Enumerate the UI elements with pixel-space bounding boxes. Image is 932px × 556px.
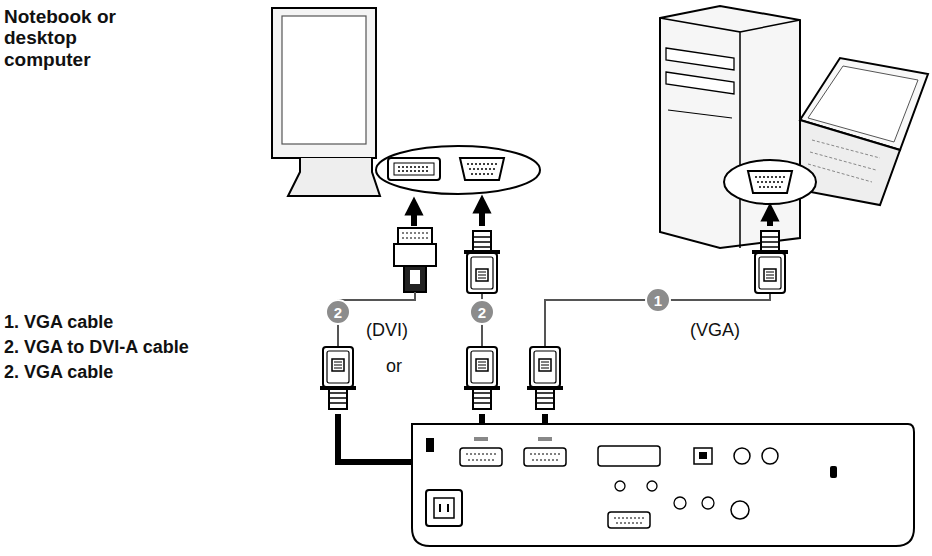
monitor-ports: [376, 146, 540, 194]
dvi-plug: [394, 228, 436, 292]
projector-panel: [412, 424, 914, 546]
cable-key: 2. VGA cable: [4, 362, 113, 382]
callout-number: 2: [478, 304, 486, 321]
vga-plug: [752, 231, 788, 293]
callout-number: 2: [334, 304, 342, 321]
cable-key: 2. VGA to DVI-A cable: [4, 337, 189, 357]
callout-circle: 2: [469, 299, 495, 325]
connection-type: (DVI): [366, 320, 408, 340]
callout-circle: 2: [325, 299, 351, 325]
cable-key: 1. VGA cable: [4, 312, 113, 332]
notebook: [800, 58, 928, 205]
vga-plug: [464, 347, 500, 409]
vga-plug: [320, 347, 356, 409]
connection-type: (VGA): [690, 320, 740, 340]
vga-plug: [527, 347, 563, 409]
callout-circle: 1: [645, 287, 671, 313]
monitor: [272, 8, 380, 196]
device-label: Notebook or desktop computer: [4, 6, 154, 70]
vga-plug: [464, 231, 500, 293]
callout-number: 1: [654, 292, 662, 309]
plug-arrows: [414, 204, 770, 226]
computer-vga-port: [724, 160, 816, 204]
connector-text: or: [386, 356, 402, 376]
cables: [338, 292, 770, 346]
desktop-tower: [660, 6, 800, 248]
